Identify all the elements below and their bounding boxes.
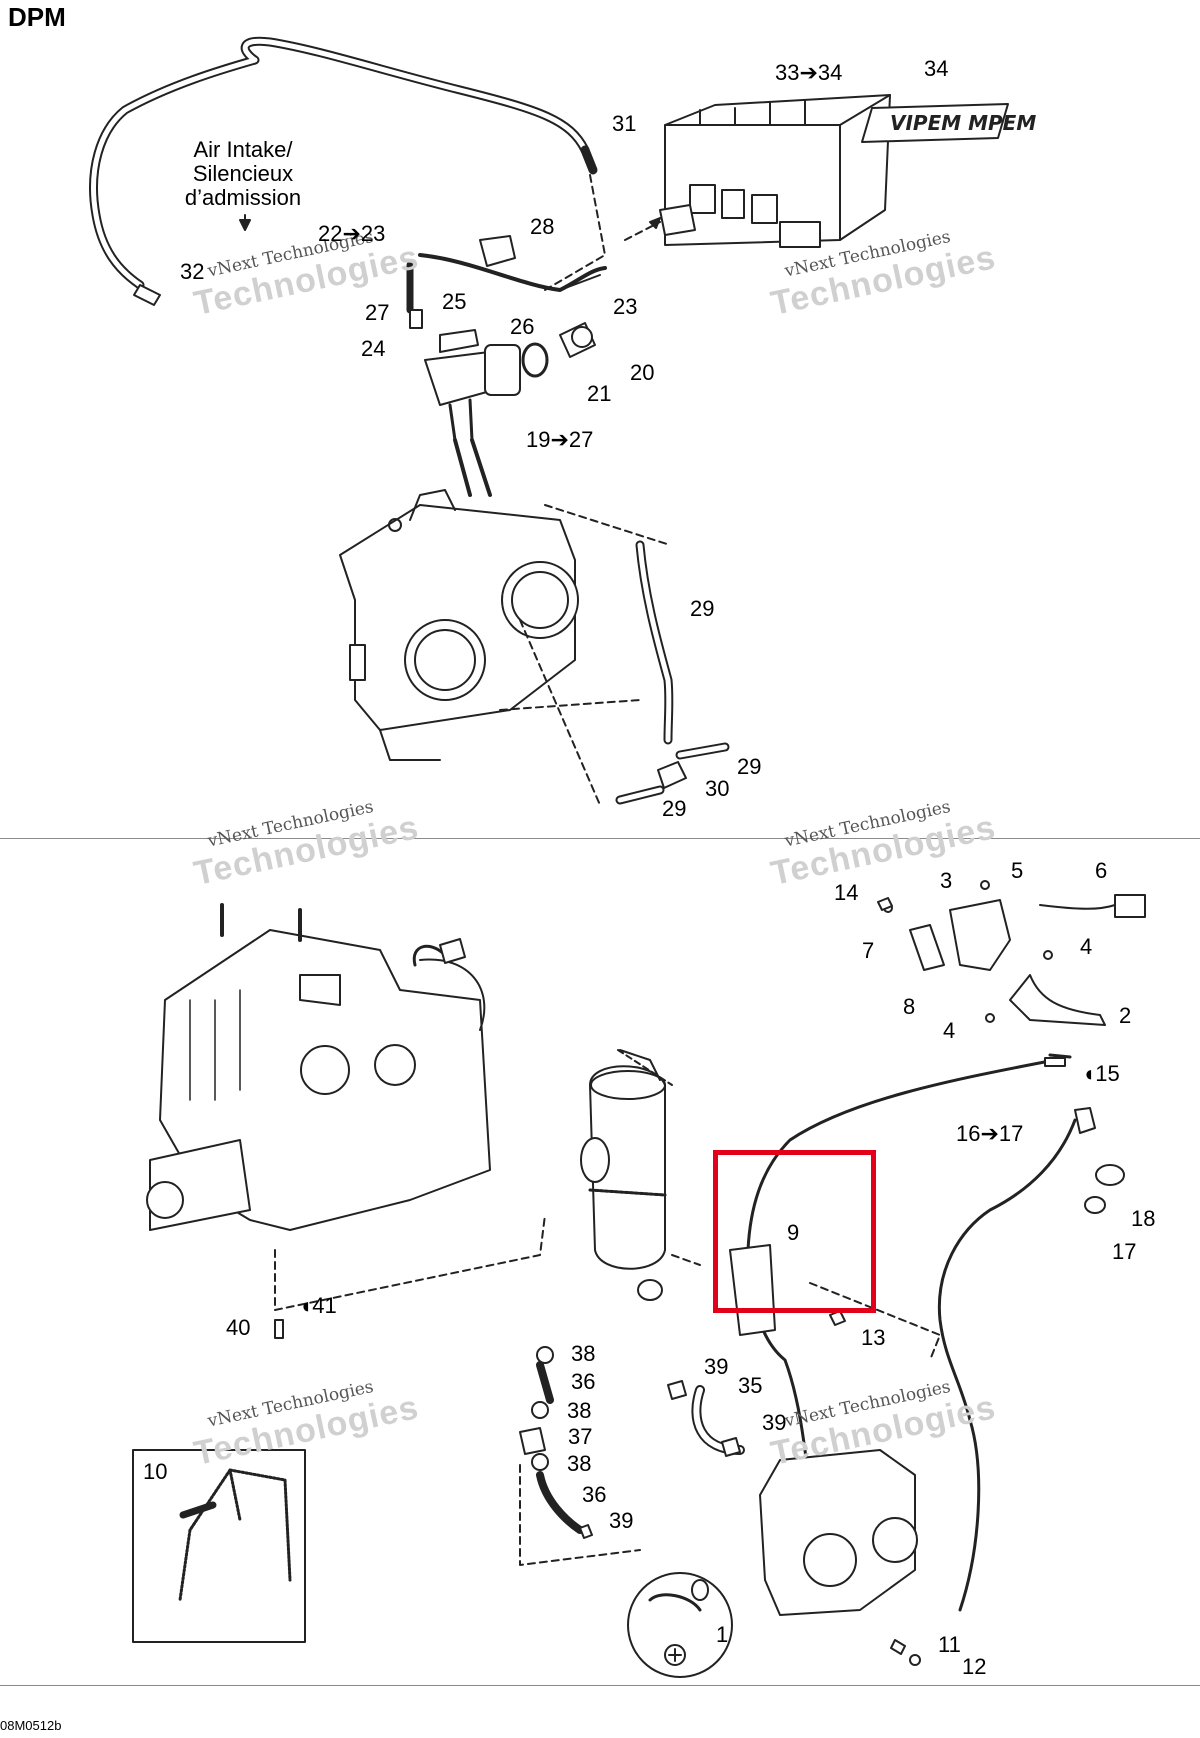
callout-14: 14: [834, 880, 859, 905]
callout-20: 20: [630, 360, 655, 385]
callout-9: 9: [787, 1220, 800, 1245]
callout-4: 4: [1080, 934, 1093, 959]
callout-41: ◖41: [299, 1293, 337, 1318]
callout-16-17: 16➔17: [956, 1121, 1024, 1146]
callout-25: 25: [442, 289, 467, 314]
callout-1: 1: [716, 1622, 729, 1647]
callout-11: 11: [938, 1632, 961, 1657]
clip-14: [877, 897, 893, 911]
callout-36: 36: [571, 1369, 596, 1394]
callout-26: 26: [510, 314, 535, 339]
callout-4: 4: [943, 1018, 956, 1043]
callout-6: 6: [1095, 858, 1108, 883]
adjuster-16: [1074, 1107, 1096, 1134]
callout-34: 34: [924, 56, 949, 81]
part-13: [829, 1310, 846, 1326]
highlight-box: [713, 1150, 876, 1313]
callout-8: 8: [903, 994, 916, 1019]
callout-38: 38: [567, 1451, 592, 1476]
callout-13: 13: [861, 1325, 886, 1350]
washer-12: [909, 1654, 921, 1666]
callout-40: 40: [226, 1315, 251, 1340]
sensor-assembly: [406, 261, 521, 497]
nut-18: [1095, 1164, 1125, 1186]
detail-circle: [627, 1572, 733, 1678]
page-title: DPM: [8, 2, 66, 32]
cable-end-15: [1044, 1057, 1066, 1067]
clip-28: [479, 235, 516, 267]
hose-29: [615, 540, 730, 805]
callout-36: 36: [582, 1482, 607, 1507]
detail-box-10: [132, 1449, 306, 1643]
throttle-lever-assembly: [883, 880, 1146, 1059]
clamp-39: [667, 1380, 687, 1400]
leader-dashed-engine: [274, 1214, 546, 1311]
callout-27: 27: [365, 300, 390, 325]
callout-32: 32: [180, 259, 205, 284]
mpem-module: [664, 94, 891, 248]
engine-assembly: [146, 903, 491, 1231]
figure-code: 08M0512b: [0, 1718, 62, 1733]
callout-33-34: 33➔34: [775, 60, 843, 85]
callout-38: 38: [571, 1341, 596, 1366]
callout-38: 38: [567, 1398, 592, 1423]
vipem-decal: VIPEM MPEM: [861, 103, 1036, 143]
callout-3: 3: [940, 868, 953, 893]
callout-24: 24: [361, 336, 386, 361]
callout-29: 29: [662, 796, 687, 821]
callout-23: 23: [613, 294, 638, 319]
callout-28: 28: [530, 214, 555, 239]
section-divider: [0, 838, 1200, 839]
callout-39: 39: [762, 1410, 787, 1435]
callout-12: 12: [962, 1654, 987, 1679]
oil-tank: [580, 1049, 673, 1301]
callout-39: 39: [609, 1508, 634, 1533]
callout-2: 2: [1119, 1003, 1132, 1028]
throttle-body-top: [339, 489, 579, 761]
callout-39: 39: [704, 1354, 729, 1379]
callout-18: 18: [1131, 1206, 1156, 1231]
callout-37: 37: [568, 1424, 593, 1449]
callout-29: 29: [690, 596, 715, 621]
air-intake-note: Air Intake/ Silencieux d’admission: [184, 137, 302, 210]
fitting-40: [274, 1319, 284, 1339]
callout-5: 5: [1011, 858, 1024, 883]
callout-17: 17: [1112, 1239, 1137, 1264]
callout-31: 31: [612, 111, 637, 136]
part-11: [890, 1639, 906, 1655]
callout-10: 10: [143, 1459, 168, 1484]
o-ring-21: [521, 342, 549, 378]
callout-7: 7: [862, 938, 875, 963]
fuel-hose-stack: [519, 1346, 593, 1539]
throttle-body-bottom: [759, 1449, 918, 1616]
leader-dashed: [544, 174, 606, 291]
callout-21: 21: [587, 381, 612, 406]
leader-dashed-top: [499, 504, 671, 806]
air-intake-hose: [89, 36, 598, 306]
svg-text:VIPEM MPEM: VIPEM MPEM: [890, 111, 1036, 135]
callout-29: 29: [737, 754, 762, 779]
bottom-divider: [0, 1685, 1200, 1686]
callout-30: 30: [705, 776, 730, 801]
washer-17: [1084, 1196, 1106, 1214]
callout-19-27: 19➔27: [526, 427, 594, 452]
callout-15: ◖15: [1082, 1061, 1120, 1086]
connector-plug: [659, 204, 696, 236]
air-intake-arrowhead: [239, 219, 251, 231]
callout-35: 35: [738, 1373, 763, 1398]
callout-22-23: 22➔23: [318, 221, 386, 246]
